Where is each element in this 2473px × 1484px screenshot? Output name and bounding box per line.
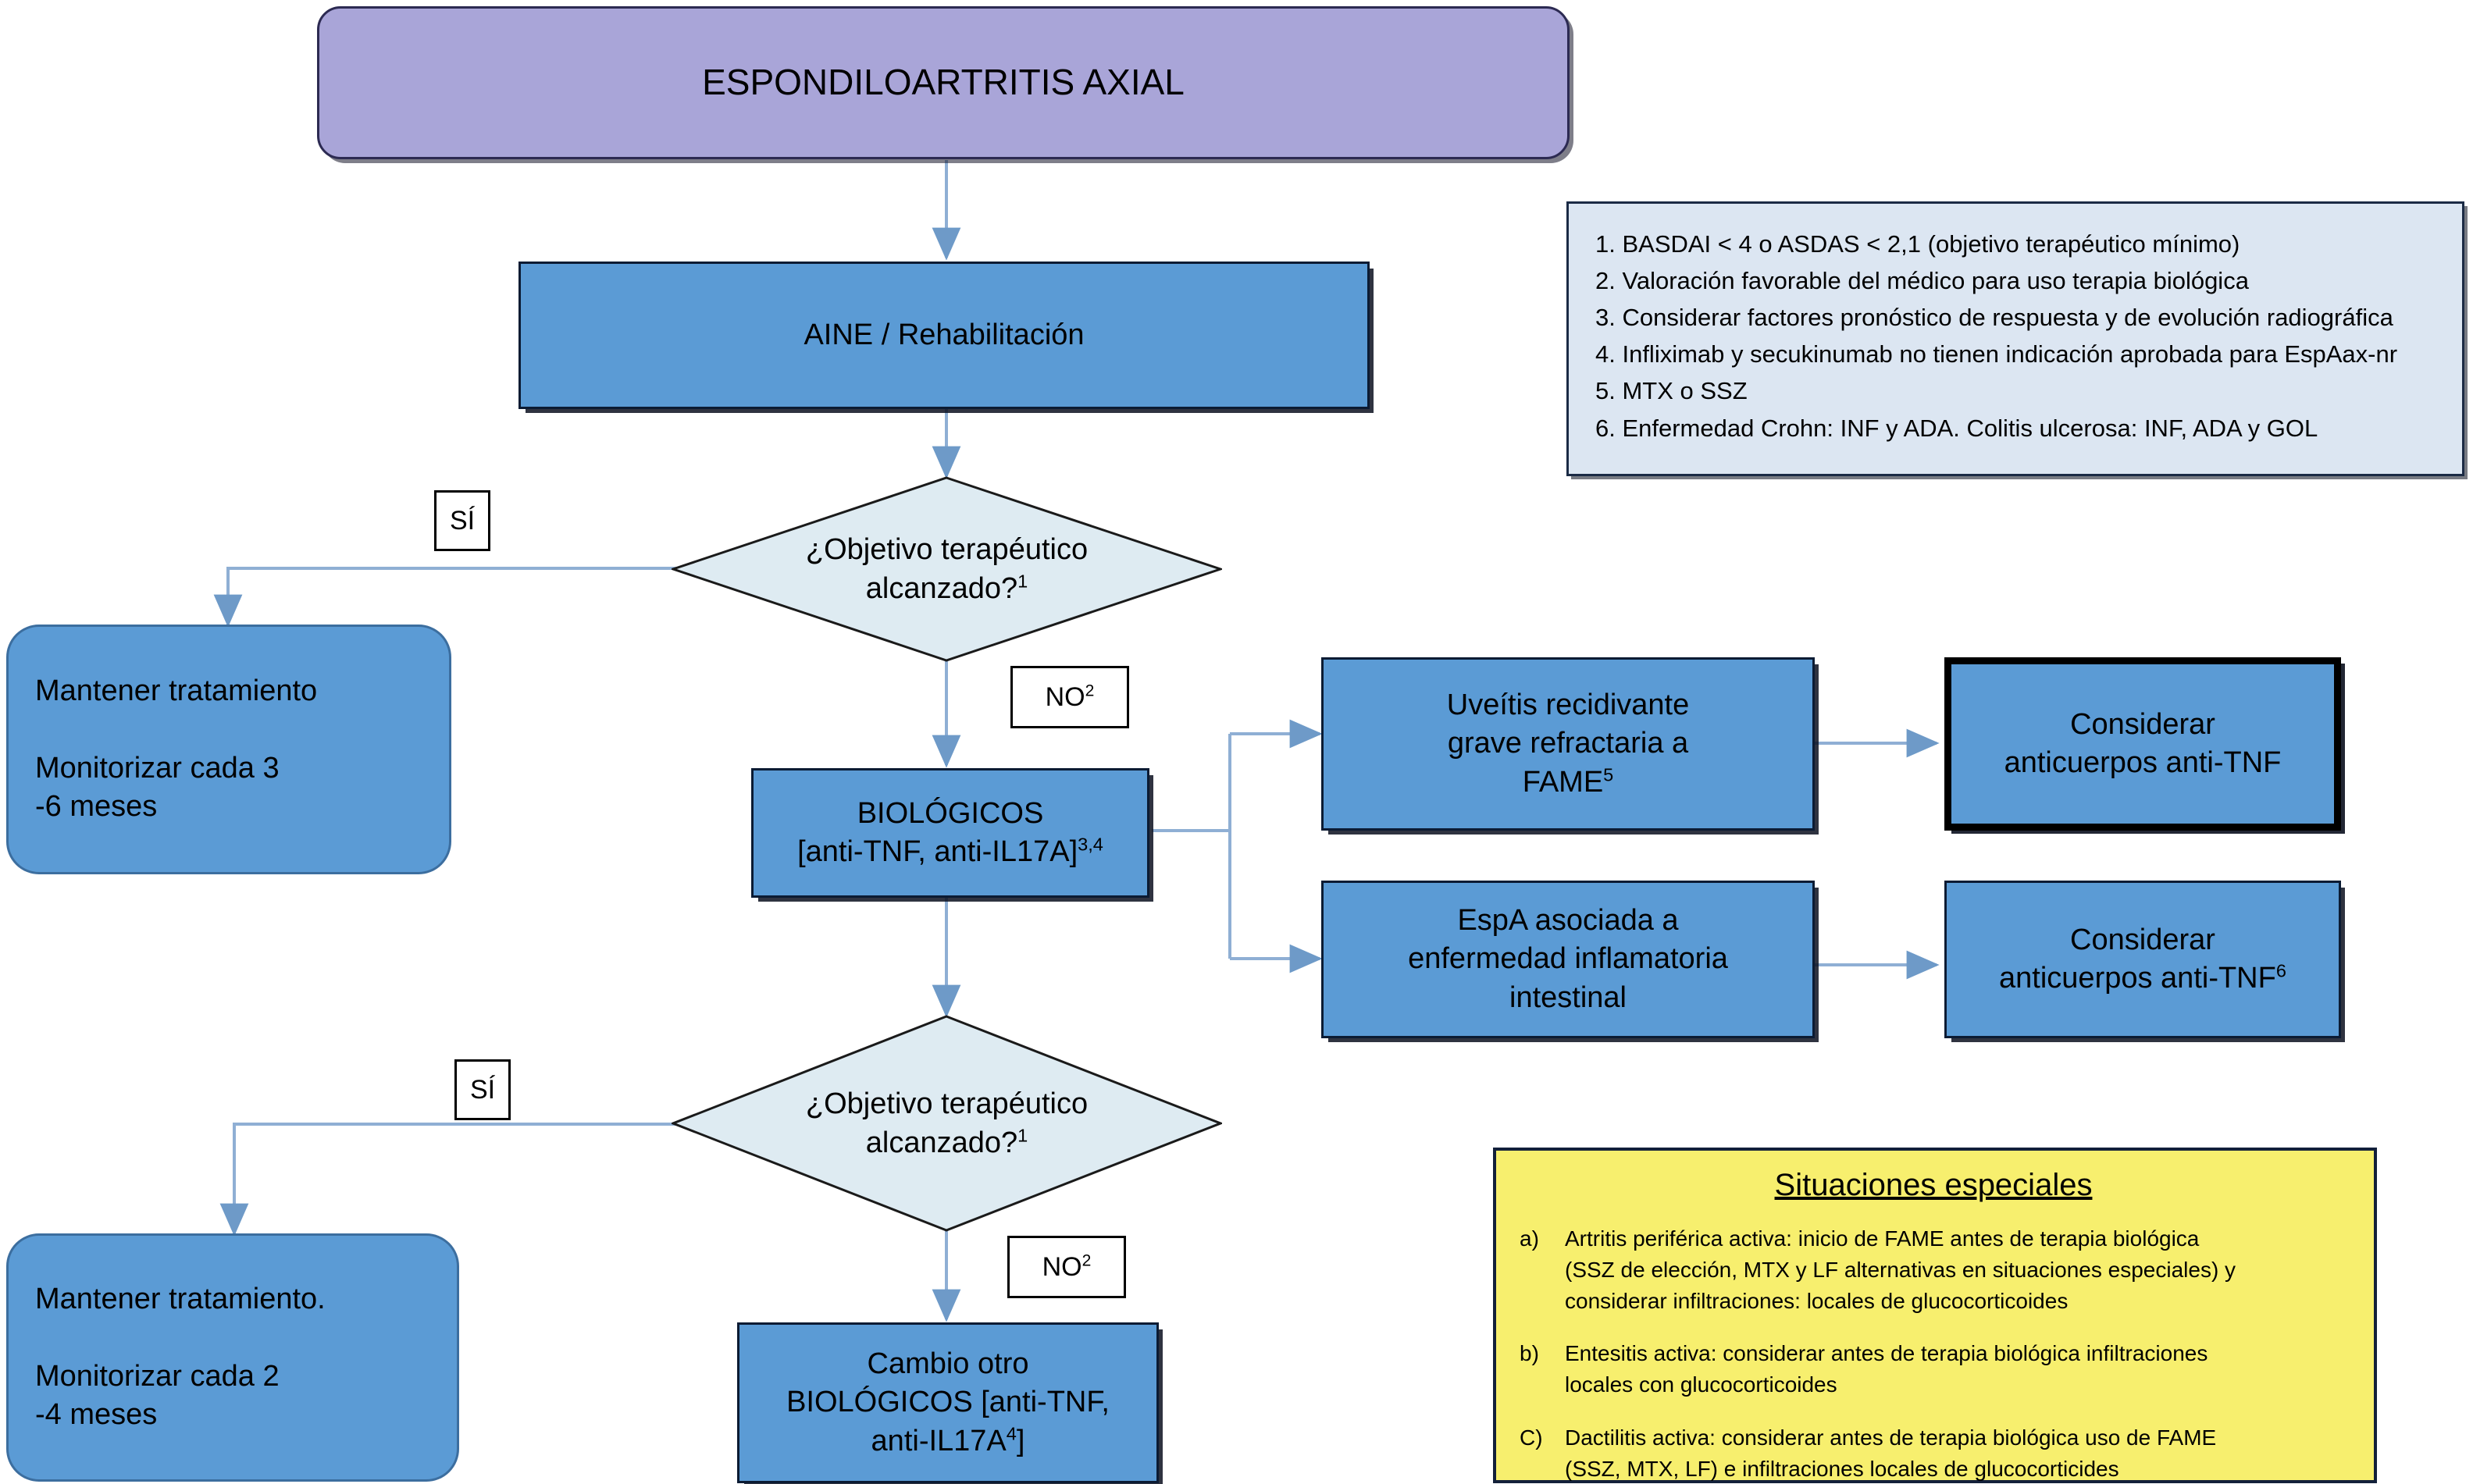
node-considerar-anti-tnf-label: Considerar anticuerpos anti-TNF [1997, 706, 2289, 783]
special-item-marker: C) [1520, 1425, 1543, 1450]
node-mantener-tratamiento-2: Mantener tratamiento. Monitorizar cada 2… [6, 1233, 459, 1482]
edge-label-yes-2: SÍ [454, 1059, 511, 1120]
considerar-tnf6-superscript: 6 [2275, 960, 2286, 981]
special-item: a) Artritis periférica activa: inicio de… [1520, 1223, 2347, 1316]
considerar-tnf6-line2: anticuerpos anti-TNF [1999, 962, 2276, 995]
special-b-line2: locales con glucocorticoides [1565, 1372, 1837, 1397]
diamond-shape-1 [672, 476, 1222, 662]
mantener1-line1: Mantener tratamiento [35, 674, 318, 708]
decision1-line2: alcanzado? [865, 572, 1018, 605]
special-a-line2: (SSZ de elección, MTX y LF alternativas … [1565, 1257, 2236, 1282]
biologicos-superscript: 3,4 [1078, 834, 1103, 855]
node-title-label: ESPONDILOARTRITIS AXIAL [702, 62, 1185, 103]
legend-item: 5. MTX o SSZ [1595, 377, 1748, 405]
node-uveitis-recidivante: Uveítis recidivante grave refractaria a … [1321, 657, 1815, 831]
node-mantener-2-label: Mantener tratamiento. Monitorizar cada 2… [9, 1280, 326, 1435]
node-aine-rehabilitacion: AINE / Rehabilitación [518, 262, 1370, 409]
considerar-tnf6-line1: Considerar [2070, 923, 2215, 956]
special-c-line2: (SSZ, MTX, LF) e infiltraciones locales … [1565, 1456, 2119, 1481]
edge-label-yes-2-text: SÍ [469, 1074, 496, 1105]
special-c-line1: Dactilitis activa: considerar antes de t… [1565, 1425, 2217, 1450]
special-item-body: Entesitis activa: considerar antes de te… [1565, 1338, 2208, 1400]
node-title: ESPONDILOARTRITIS AXIAL [317, 6, 1570, 159]
biologicos-line2: [anti-TNF, anti-IL17A] [797, 835, 1078, 868]
legend-item: 6. Enfermedad Crohn: INF y ADA. Colitis … [1595, 414, 2318, 442]
legend-item: 1. BASDAI < 4 o ASDAS < 2,1 (objetivo te… [1595, 230, 2240, 258]
legend-item: 4. Infliximab y secukinumab no tienen in… [1595, 340, 2398, 368]
mantener2-line3: -4 meses [35, 1398, 158, 1432]
cambio-line2: BIOLÓGICOS [anti-TNF, [786, 1386, 1110, 1419]
node-cambio-otro-label: Cambio otro BIOLÓGICOS [anti-TNF, anti-I… [779, 1345, 1117, 1461]
node-decision-1-label: ¿Objetivo terapéutico alcanzado?1 [672, 476, 1222, 662]
edge-label-no-1-text: NO2 [1045, 682, 1095, 712]
node-aine-label: AINE / Rehabilitación [804, 318, 1085, 351]
edge-label-no-2: NO2 [1007, 1236, 1126, 1298]
mantener2-line2: Monitorizar cada 2 [35, 1360, 280, 1393]
uveitis-superscript: 5 [1603, 764, 1614, 785]
special-heading: Situaciones especiales [1774, 1168, 2093, 1202]
decision1-line1: ¿Objetivo terapéutico [805, 532, 1089, 566]
special-b-line1: Entesitis activa: considerar antes de te… [1565, 1341, 2208, 1366]
node-considerar-anti-tnf-6-label: Considerar anticuerpos anti-TNF6 [1991, 921, 2294, 998]
mantener1-line3: -6 meses [35, 790, 158, 824]
uveitis-line1: Uveítis recidivante [1446, 688, 1690, 721]
diamond-shape-2 [672, 1015, 1222, 1232]
espa-line2: enfermedad inflamatoria [1408, 942, 1728, 976]
edge-label-yes-1-text: SÍ [449, 505, 476, 536]
node-espa-label: EspA asociada a enfermedad inflamatoria … [1400, 902, 1736, 1017]
special-item-marker: b) [1520, 1341, 1539, 1366]
biologicos-line1: BIOLÓGICOS [857, 796, 1044, 830]
considerar-tnf-line1: Considerar [2070, 707, 2215, 741]
node-uveitis-label: Uveítis recidivante grave refractaria a … [1439, 686, 1697, 802]
decision2-line1: ¿Objetivo terapéutico [805, 1087, 1089, 1120]
cambio-line1: Cambio otro [867, 1347, 1029, 1380]
espa-line1: EspA asociada a [1457, 903, 1679, 937]
decision2-superscript: 1 [1017, 1125, 1028, 1146]
node-espa-asociada-eii: EspA asociada a enfermedad inflamatoria … [1321, 881, 1815, 1038]
cambio-superscript: 4 [1006, 1423, 1017, 1444]
legend-item: 2. Valoración favorable del médico para … [1595, 267, 2249, 295]
node-biologicos: BIOLÓGICOS [anti-TNF, anti-IL17A]3,4 [751, 768, 1149, 898]
considerar-tnf-line2: anticuerpos anti-TNF [2004, 746, 2282, 779]
cambio-line3-tail: ] [1016, 1424, 1025, 1457]
edge-label-yes-1: SÍ [434, 490, 490, 551]
node-biologicos-label: BIOLÓGICOS [anti-TNF, anti-IL17A]3,4 [789, 795, 1111, 872]
note-situaciones-especiales: Situaciones especiales a) Artritis perif… [1493, 1148, 2377, 1483]
special-item: b) Entesitis activa: considerar antes de… [1520, 1338, 2347, 1400]
special-a-line3: considerar infiltraciones: locales de gl… [1565, 1288, 2069, 1313]
uveitis-line3: FAME [1522, 765, 1604, 799]
decision2-line2: alcanzado? [865, 1126, 1018, 1159]
uveitis-line2: grave refractaria a [1447, 727, 1689, 760]
edge-label-no-2-text: NO2 [1042, 1251, 1092, 1282]
node-cambio-otro-biologicos: Cambio otro BIOLÓGICOS [anti-TNF, anti-I… [737, 1322, 1159, 1483]
node-considerar-anticuerpos-anti-tnf-6: Considerar anticuerpos anti-TNF6 [1944, 881, 2341, 1038]
special-item: C) Dactilitis activa: considerar antes d… [1520, 1422, 2347, 1484]
legend-item: 3. Considerar factores pronóstico de res… [1595, 304, 2393, 332]
special-a-line1: Artritis periférica activa: inicio de FA… [1565, 1226, 2200, 1251]
espa-line3: intestinal [1509, 980, 1627, 1014]
special-item-body: Dactilitis activa: considerar antes de t… [1565, 1422, 2216, 1484]
node-decision-objetivo-2: ¿Objetivo terapéutico alcanzado?1 [672, 1015, 1222, 1232]
node-decision-2-label: ¿Objetivo terapéutico alcanzado?1 [672, 1015, 1222, 1232]
node-decision-objetivo-1: ¿Objetivo terapéutico alcanzado?1 [672, 476, 1222, 662]
legend-footnotes: 1. BASDAI < 4 o ASDAS < 2,1 (objetivo te… [1566, 201, 2464, 476]
special-item-body: Artritis periférica activa: inicio de FA… [1565, 1223, 2236, 1316]
legend-list: 1. BASDAI < 4 o ASDAS < 2,1 (objetivo te… [1595, 226, 2462, 447]
edge-label-no-1: NO2 [1010, 666, 1129, 728]
node-mantener-tratamiento-1: Mantener tratamiento Monitorizar cada 3 … [6, 625, 451, 874]
decision1-superscript: 1 [1017, 571, 1028, 592]
node-considerar-anticuerpos-anti-tnf: Considerar anticuerpos anti-TNF [1944, 657, 2341, 831]
special-item-marker: a) [1520, 1226, 1539, 1251]
mantener2-line1: Mantener tratamiento. [35, 1283, 326, 1316]
node-mantener-1-label: Mantener tratamiento Monitorizar cada 3 … [9, 672, 317, 827]
mantener1-line2: Monitorizar cada 3 [35, 752, 280, 785]
cambio-line3: anti-IL17A [871, 1424, 1007, 1457]
